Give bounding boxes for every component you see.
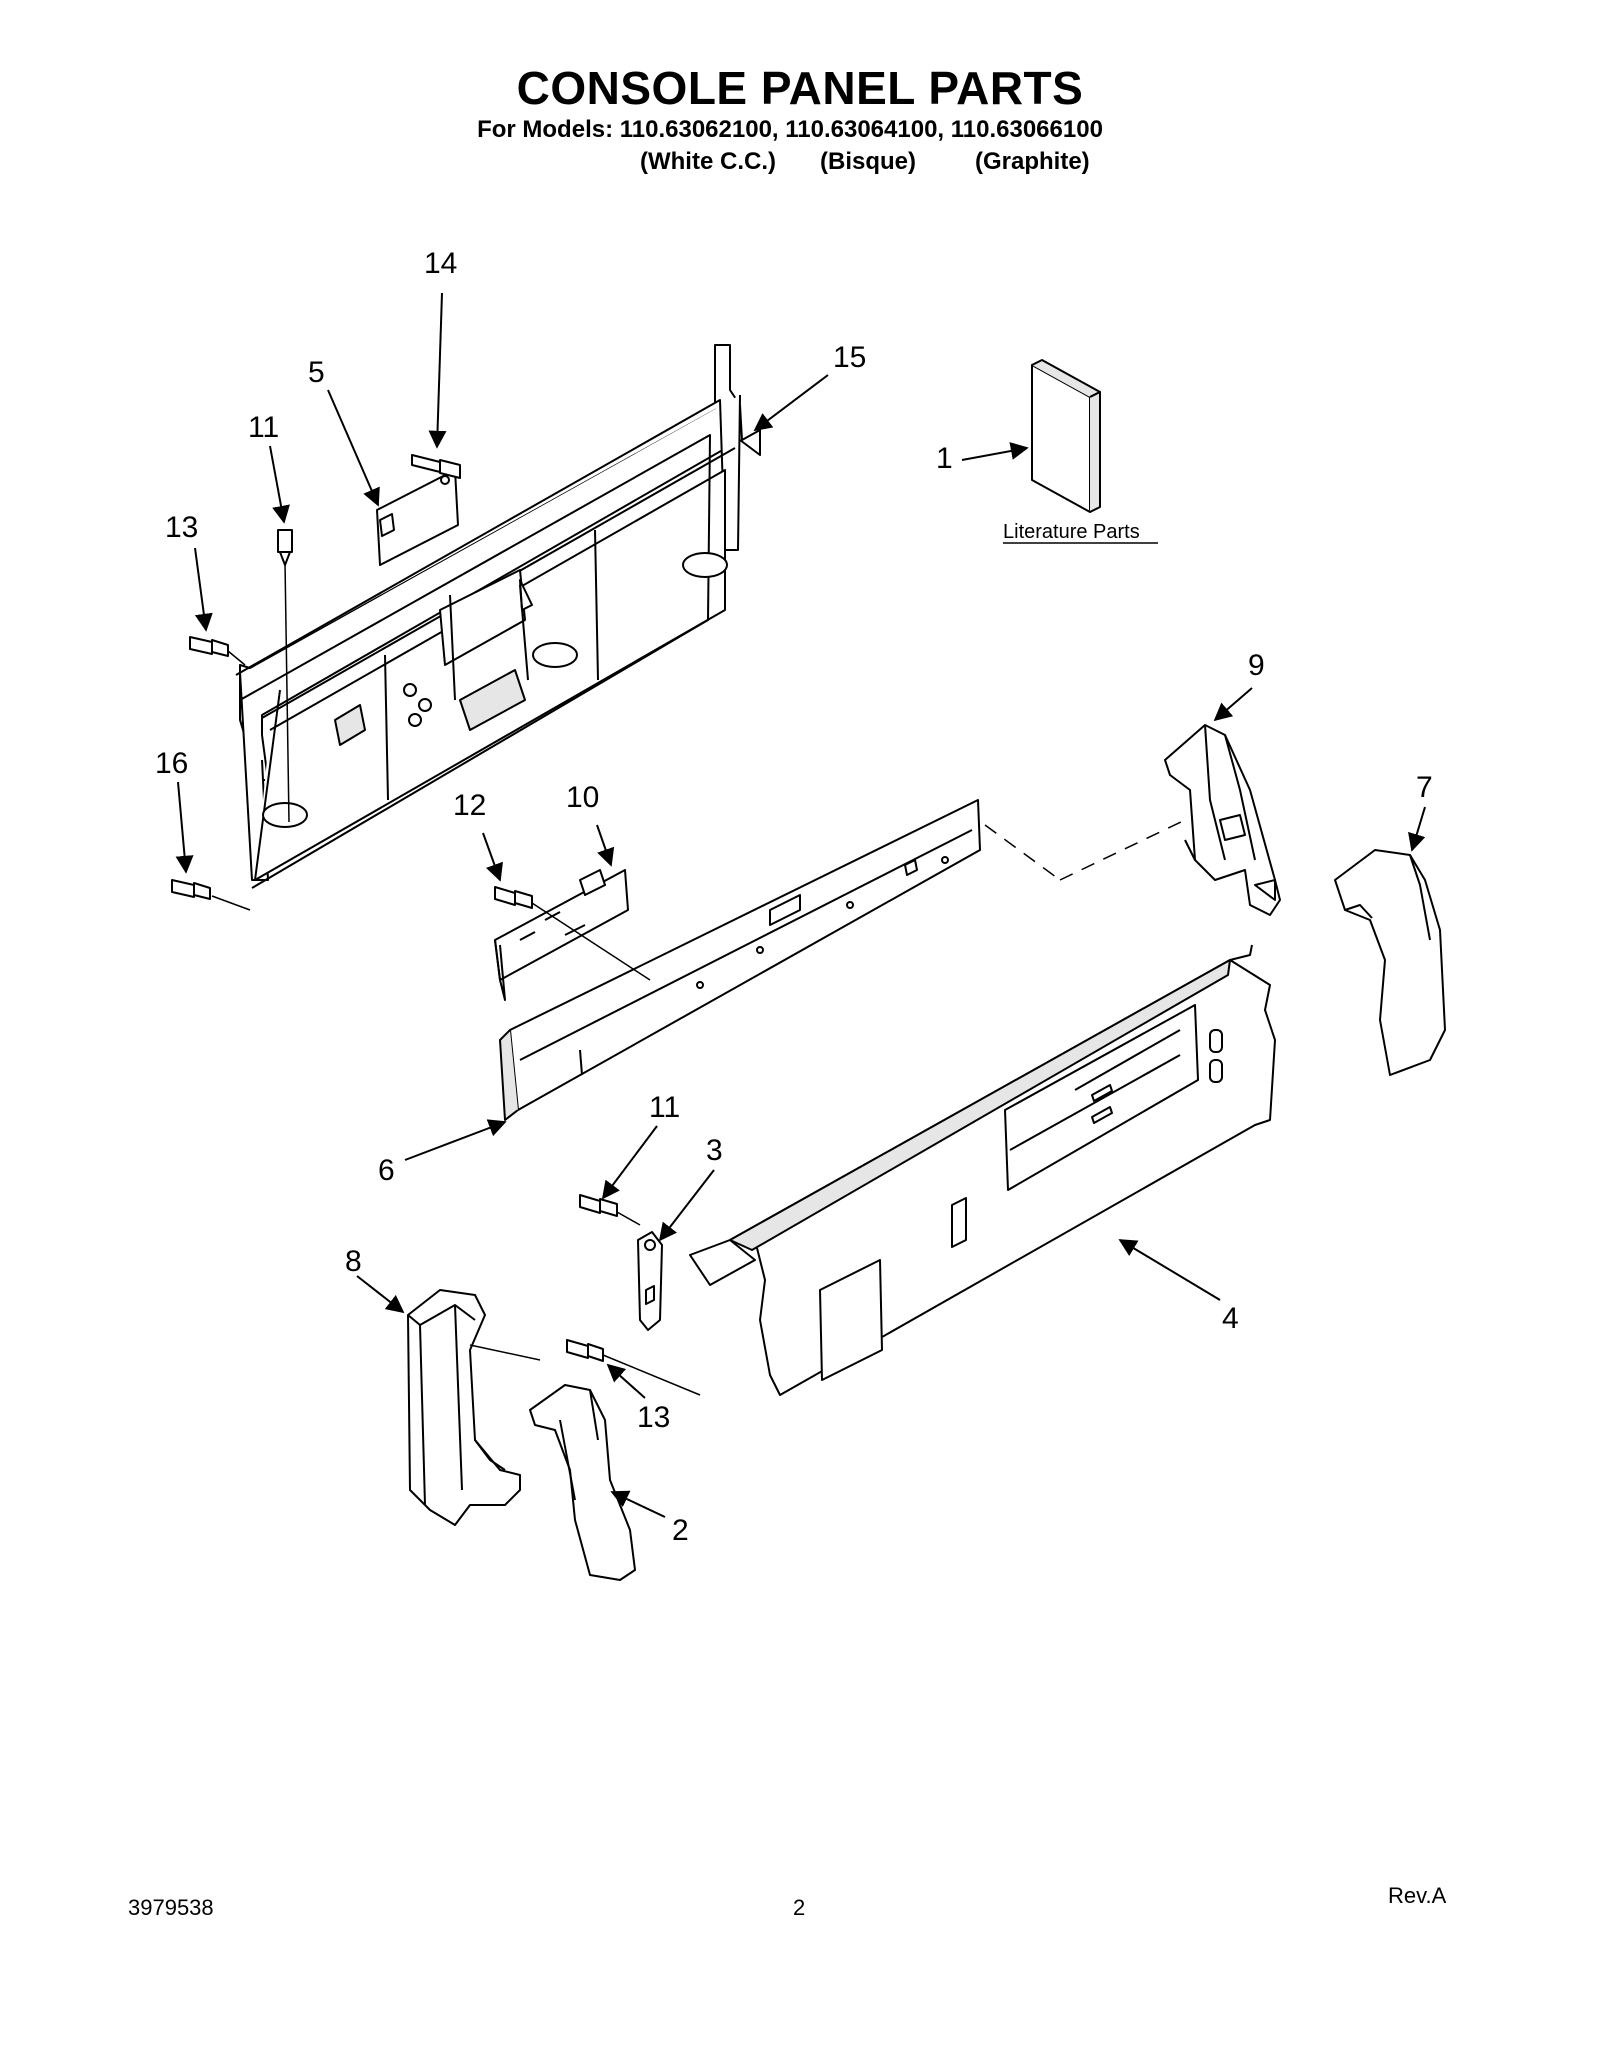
- screw-13-upper: [189, 636, 229, 657]
- model-colors: (White C.C.) (Bisque) (Graphite): [0, 148, 1600, 178]
- right-end-cap-frame: [1164, 724, 1281, 916]
- callout-4: 4: [1222, 1302, 1239, 1335]
- callout-11-upper: 11: [248, 411, 279, 444]
- screw-16: [171, 879, 211, 900]
- callout-2: 2: [672, 1514, 689, 1547]
- callout-5: 5: [308, 356, 325, 389]
- rear-console-panel: [235, 344, 761, 889]
- screw-11-upper: [277, 529, 293, 566]
- model-color-white: (White C.C.): [640, 148, 776, 175]
- front-console-panel: [689, 944, 1276, 1396]
- leader-arrows: [175, 292, 1426, 1518]
- screw-11-lower: [579, 1194, 618, 1217]
- long-bracket-channel: [499, 799, 981, 1121]
- screw-14: [411, 454, 461, 479]
- connector-lines: [211, 561, 1186, 1396]
- callout-12: 12: [453, 789, 486, 822]
- callout-11-lower: 11: [649, 1091, 680, 1124]
- page-title: CONSOLE PANEL PARTS: [516, 62, 1084, 114]
- right-end-trim: [1334, 849, 1446, 1076]
- screw-12: [494, 886, 533, 909]
- screw-13-lower: [566, 1339, 604, 1362]
- revision: Rev.A: [1388, 1883, 1447, 1908]
- callout-9: 9: [1248, 649, 1265, 682]
- callout-7: 7: [1416, 771, 1433, 804]
- small-bracket: [376, 469, 459, 566]
- doc-number: 3979538: [128, 1895, 214, 1920]
- callout-13-lower: 13: [637, 1401, 670, 1434]
- callout-13-upper: 13: [165, 511, 198, 544]
- control-board: [494, 869, 629, 1001]
- literature-parts-label: Literature Parts: [1003, 521, 1140, 543]
- literature-booklet: [1031, 359, 1101, 513]
- callout-10: 10: [566, 781, 599, 814]
- model-color-bisque: (Bisque): [820, 148, 916, 175]
- callout-3: 3: [706, 1134, 723, 1167]
- left-end-cap-frame: [407, 1289, 521, 1526]
- callout-15: 15: [833, 341, 866, 374]
- callout-16: 16: [155, 747, 188, 780]
- left-end-trim: [529, 1384, 636, 1581]
- hinge-bracket: [637, 1231, 663, 1331]
- models-line: For Models: 110.63062100, 110.63064100, …: [477, 116, 1103, 143]
- callout-1: 1: [936, 442, 953, 475]
- callout-14: 14: [424, 247, 457, 280]
- callout-6: 6: [378, 1154, 395, 1187]
- page-header: CONSOLE PANEL PARTS For Models: 110.6306…: [0, 60, 1600, 144]
- callout-8: 8: [345, 1245, 362, 1278]
- page-number: 2: [793, 1895, 806, 1920]
- model-color-graphite: (Graphite): [975, 148, 1090, 175]
